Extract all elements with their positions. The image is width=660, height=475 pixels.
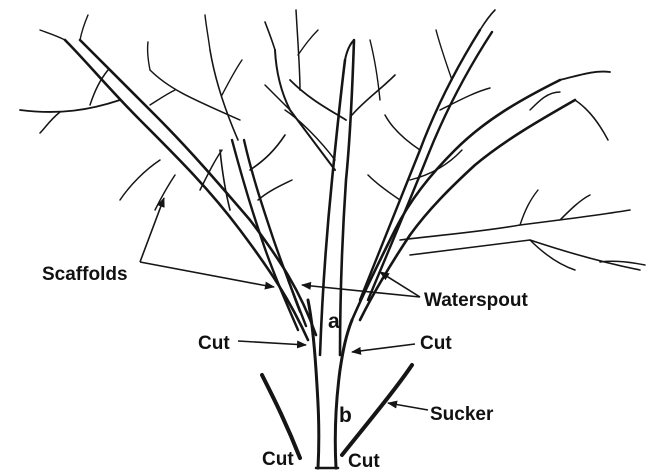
- label-cut-bottom-left: Cut: [262, 450, 294, 469]
- label-sucker: Sucker: [430, 405, 493, 424]
- label-cut-right-mid: Cut: [420, 334, 452, 353]
- label-waterspout: Waterspout: [424, 291, 528, 310]
- sucker-right: [342, 365, 412, 455]
- scaffold-left: [20, 15, 316, 340]
- scaffold-left-inner: [148, 15, 306, 330]
- callout-lines: [140, 198, 428, 410]
- scaffold-right-upper: [360, 10, 495, 300]
- label-scaffolds: Scaffolds: [42, 265, 128, 284]
- sucker-left: [262, 375, 300, 458]
- marker-a: a: [328, 311, 340, 332]
- label-cut-left-mid: Cut: [198, 334, 230, 353]
- marker-b: b: [339, 405, 352, 426]
- label-cut-bottom-right: Cut: [348, 452, 380, 471]
